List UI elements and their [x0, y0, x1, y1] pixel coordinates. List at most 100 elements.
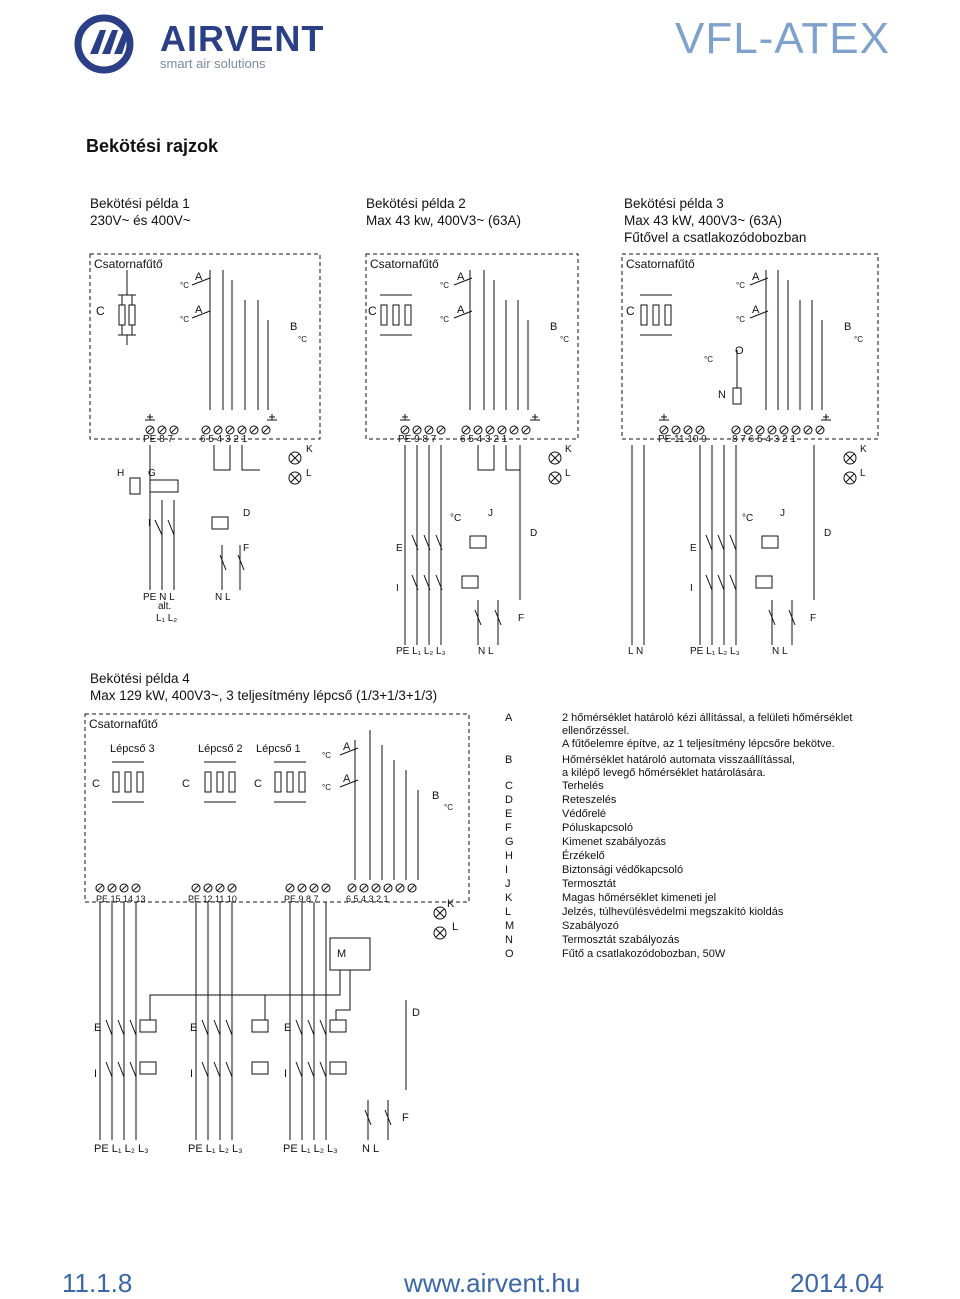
legend-description: Termosztát szabályozás: [562, 934, 680, 946]
legend-description: Szabályozó: [562, 920, 619, 932]
footer-page-number: 11.1.8: [62, 1268, 133, 1298]
svg-text:PE 9 8 7: PE 9 8 7: [284, 894, 319, 904]
svg-text:°C: °C: [704, 355, 713, 364]
svg-text:PE L₁ L₂ L₃: PE L₁ L₂ L₃: [396, 646, 446, 657]
duct-heater-label: Csatornafűtő: [89, 717, 158, 731]
legend-description: Magas hőmérséklet kimeneti jel: [562, 892, 717, 904]
svg-text:°C: °C: [298, 335, 307, 344]
svg-text:A: A: [457, 304, 465, 316]
svg-text:O: O: [735, 345, 744, 357]
model-name: VFL-ATEX: [674, 14, 890, 63]
svg-text:6 5 4 3 2 1: 6 5 4 3 2 1: [346, 894, 389, 904]
svg-text:N L: N L: [478, 646, 494, 657]
svg-text:L N: L N: [628, 646, 643, 657]
legend-description: Jelzés, túlhevülésvédelmi megszakító kio…: [562, 906, 784, 918]
svg-text:F: F: [518, 613, 524, 624]
legend-letter: B: [505, 754, 513, 766]
svg-text:I: I: [148, 518, 151, 529]
svg-text:C: C: [368, 304, 377, 318]
svg-text:K: K: [306, 444, 313, 455]
svg-text:J: J: [488, 508, 493, 519]
legend-letter: L: [505, 906, 512, 918]
stage-label: Lépcső 3: [110, 743, 155, 755]
svg-text:K: K: [565, 444, 572, 455]
legend-description: Fűtő a csatlakozódobozban, 50W: [562, 948, 726, 960]
svg-text:PE 11 10 9: PE 11 10 9: [658, 434, 707, 445]
svg-text:PE L₁ L₂ L₃: PE L₁ L₂ L₃: [283, 1143, 338, 1155]
example-3-subtitle-2: Fűtővel a csatlakozódobozban: [624, 230, 807, 245]
svg-text:°C: °C: [736, 315, 745, 324]
svg-text:°C: °C: [742, 513, 753, 524]
svg-text:E: E: [284, 1022, 291, 1034]
legend-description: Kimenet szabályozás: [562, 836, 666, 848]
legend-description: Terhelés: [562, 780, 604, 792]
svg-text:A: A: [752, 271, 760, 283]
legend-letter: K: [505, 892, 513, 904]
svg-text:°C: °C: [854, 335, 863, 344]
svg-text:PE L₁ L₂ L₃: PE L₁ L₂ L₃: [188, 1143, 243, 1155]
svg-text:F: F: [810, 613, 816, 624]
footer-date: 2014.04: [790, 1268, 884, 1298]
svg-text:A: A: [195, 304, 203, 316]
stage-label: Lépcső 1: [256, 743, 301, 755]
svg-text:E: E: [94, 1022, 101, 1034]
legend-letter: M: [505, 920, 515, 932]
example-2-title: Bekötési példa 2: [366, 196, 466, 211]
svg-text:F: F: [243, 543, 249, 554]
svg-text:A: A: [343, 741, 351, 753]
footer-website-link[interactable]: www.airvent.hu: [404, 1268, 581, 1298]
svg-text:K: K: [860, 444, 867, 455]
legend-description: Reteszelés: [562, 794, 617, 806]
svg-text:L: L: [306, 468, 312, 479]
example-3-caption: Bekötési példa 3 Max 43 kW, 400V3~ (63A)…: [624, 195, 806, 246]
svg-text:D: D: [243, 508, 250, 519]
legend-letter: F: [505, 822, 512, 834]
svg-text:A: A: [343, 773, 351, 785]
svg-text:B: B: [844, 321, 851, 333]
svg-text:PE L₁ L₂ L₃: PE L₁ L₂ L₃: [94, 1143, 149, 1155]
svg-text:PE 12 11 10: PE 12 11 10: [188, 894, 237, 904]
page-title: Bekötési rajzok: [86, 136, 219, 156]
legend-letter: E: [505, 808, 513, 820]
svg-text:N: N: [718, 389, 726, 401]
svg-text:B: B: [550, 321, 557, 333]
svg-text:E: E: [396, 543, 403, 554]
svg-text:PE 8 7: PE 8 7: [143, 434, 173, 445]
svg-text:I: I: [94, 1068, 97, 1080]
legend-letter: N: [505, 934, 513, 946]
svg-text:A: A: [457, 271, 465, 283]
diagram-example-3: Csatornafűtő C A A °C °C O °C N B °C PE …: [621, 253, 879, 657]
svg-text:6 5 4 3 2 1: 6 5 4 3 2 1: [460, 434, 508, 445]
legend-letter: H: [505, 850, 513, 862]
duct-heater-label: Csatornafűtő: [370, 257, 439, 271]
example-4-title: Bekötési példa 4: [90, 671, 190, 686]
svg-text:L: L: [565, 468, 571, 479]
diagram-example-4: Csatornafűtő Lépcső 3 Lépcső 2 Lépcső 1 …: [84, 713, 470, 1155]
svg-text:L₁ L₂: L₁ L₂: [156, 613, 177, 624]
legend-description: Termosztát: [562, 878, 616, 890]
svg-text:°C: °C: [560, 335, 569, 344]
airvent-logo-icon: [74, 14, 134, 74]
example-4-caption: Bekötési példa 4 Max 129 kW, 400V3~, 3 t…: [90, 670, 437, 704]
example-2-subtitle: Max 43 kw, 400V3~ (63A): [366, 213, 521, 228]
svg-text:C: C: [626, 304, 635, 318]
svg-text:PE 9 8 7: PE 9 8 7: [398, 434, 437, 445]
svg-text:°C: °C: [180, 315, 189, 324]
legend-letter: A: [505, 712, 513, 724]
svg-text:I: I: [690, 583, 693, 594]
svg-text:N L: N L: [362, 1143, 379, 1155]
svg-text:M: M: [337, 948, 346, 960]
svg-text:°C: °C: [440, 315, 449, 324]
svg-text:I: I: [190, 1068, 193, 1080]
svg-text:PE L₁ L₂ L₃: PE L₁ L₂ L₃: [690, 646, 740, 657]
brand-name: AIRVENT: [160, 18, 325, 59]
svg-text:°C: °C: [444, 803, 453, 812]
svg-text:H: H: [117, 468, 124, 479]
svg-text:F: F: [402, 1112, 409, 1124]
svg-text:C: C: [96, 304, 105, 318]
svg-text:6 5 4 3 2 1: 6 5 4 3 2 1: [200, 434, 248, 445]
diagram-example-1: Csatornafűtő C A A °C °C B °C PE 8 7 6 5…: [89, 253, 321, 624]
svg-text:C: C: [92, 778, 100, 790]
svg-text:L: L: [452, 921, 458, 933]
